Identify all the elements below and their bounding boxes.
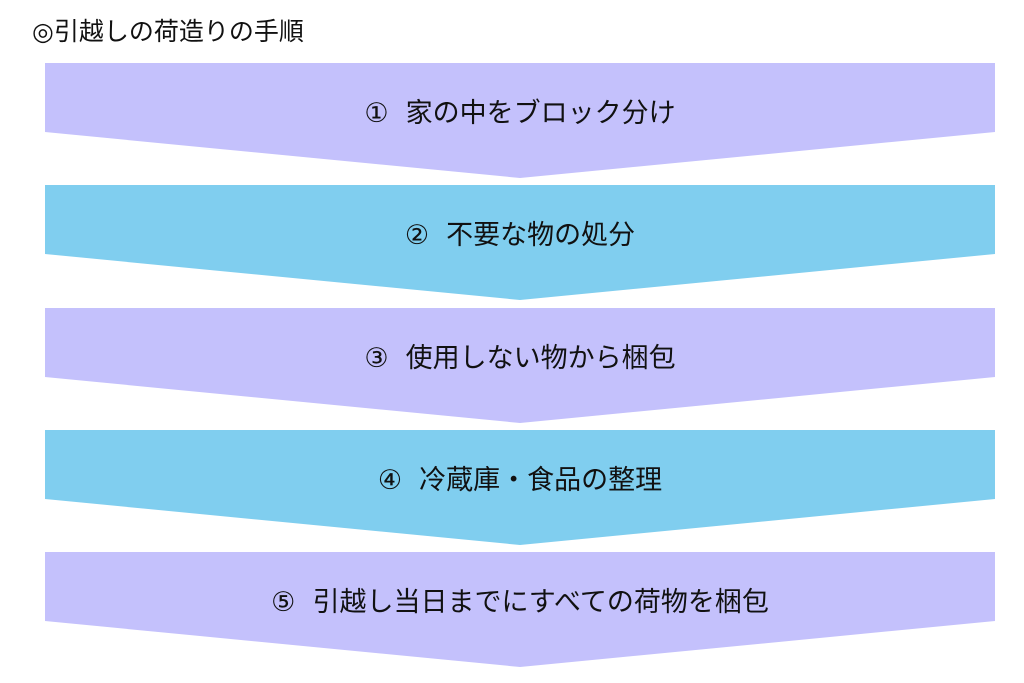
step-chevron-1: ① 家の中をブロック分け xyxy=(45,63,995,179)
step-label: ⑤ 引越し当日までにすべての荷物を梱包 xyxy=(271,587,769,618)
chevron-shape xyxy=(45,552,995,667)
step-chevron-4: ④ 冷蔵庫・食品の整理 xyxy=(45,430,995,546)
step-label: ① 家の中をブロック分け xyxy=(364,98,676,129)
chevron-shape xyxy=(45,185,995,300)
step-chevron-2: ② 不要な物の処分 xyxy=(45,185,995,301)
step-label: ② 不要な物の処分 xyxy=(404,220,636,251)
step-chevron-5: ⑤ 引越し当日までにすべての荷物を梱包 xyxy=(45,552,995,668)
step-label: ③ 使用しない物から梱包 xyxy=(364,343,676,374)
step-chevron-3: ③ 使用しない物から梱包 xyxy=(45,308,995,424)
page-title: ◎引越しの荷造りの手順 xyxy=(32,17,304,46)
chevron-shape xyxy=(45,308,995,423)
step-label: ④ 冷蔵庫・食品の整理 xyxy=(377,465,663,496)
chevron-shape xyxy=(45,430,995,545)
chevron-shape xyxy=(45,63,995,178)
